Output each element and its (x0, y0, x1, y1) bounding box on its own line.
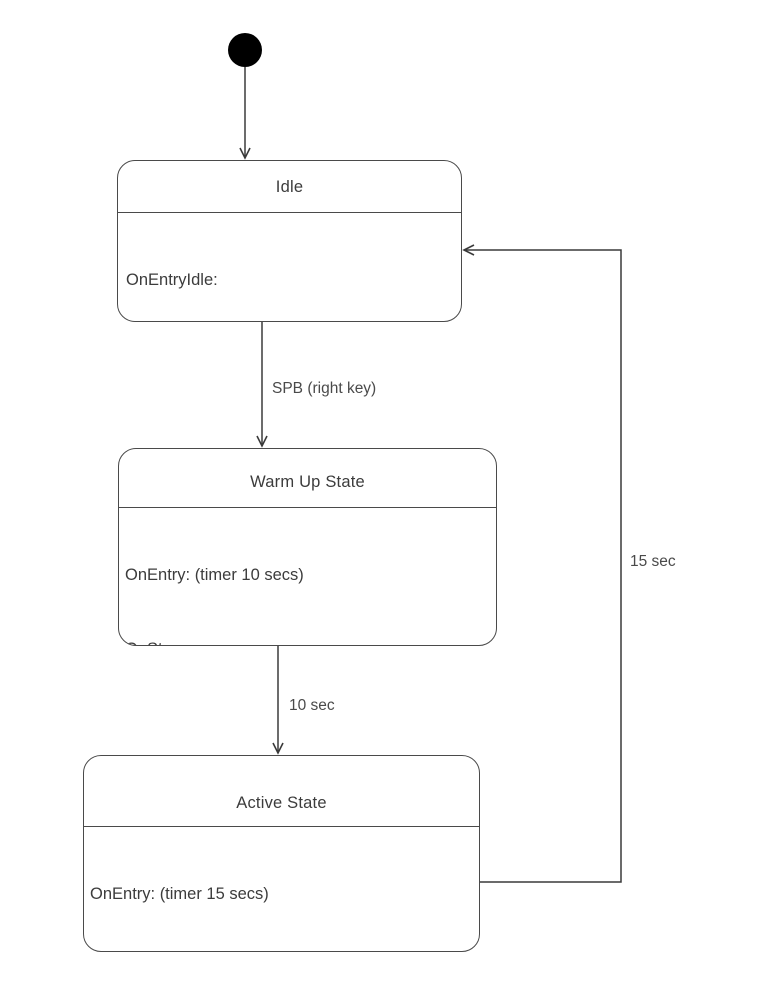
transition-active-to-idle (462, 244, 622, 883)
state-body-active-state: OnEntry: (timer 15 secs) .OnStay: 4,1 (84, 833, 479, 951)
transition-label-spb: SPB (right key) (272, 380, 377, 397)
transition-label-15-sec: 15 sec (630, 553, 676, 570)
state-title-warm-up-state: Warm Up State (250, 473, 365, 491)
state-node-idle[interactable]: Idle OnEntryIdle: OnStayIdle: 0,0 (117, 160, 462, 322)
state-body-line: OnEntry: (timer 10 secs) (125, 566, 304, 584)
state-title-idle: Idle (275, 178, 304, 196)
state-title-active-state: Active State (236, 794, 327, 812)
state-body-idle: OnEntryIdle: OnStayIdle: 0,0 (118, 219, 461, 321)
state-body-line: OnStay: (125, 637, 496, 646)
state-divider-idle (118, 212, 461, 213)
state-body-line: OnEntry: (timer 15 secs) (90, 885, 269, 903)
state-node-warm-up-state[interactable]: Warm Up State OnEntry: (timer 10 secs) O… (118, 448, 497, 646)
initial-pseudostate-circle (228, 33, 262, 67)
state-body-line: OnEntryIdle: (126, 271, 218, 289)
state-divider-active-state (84, 826, 479, 827)
transition-label-10-sec: 10 sec (289, 697, 335, 714)
state-node-active-state[interactable]: Active State OnEntry: (timer 15 secs) .O… (83, 755, 480, 952)
state-body-warm-up-state: OnEntry: (timer 10 secs) OnStay: 2,1 (119, 514, 496, 646)
state-divider-warm-up-state (119, 507, 496, 508)
